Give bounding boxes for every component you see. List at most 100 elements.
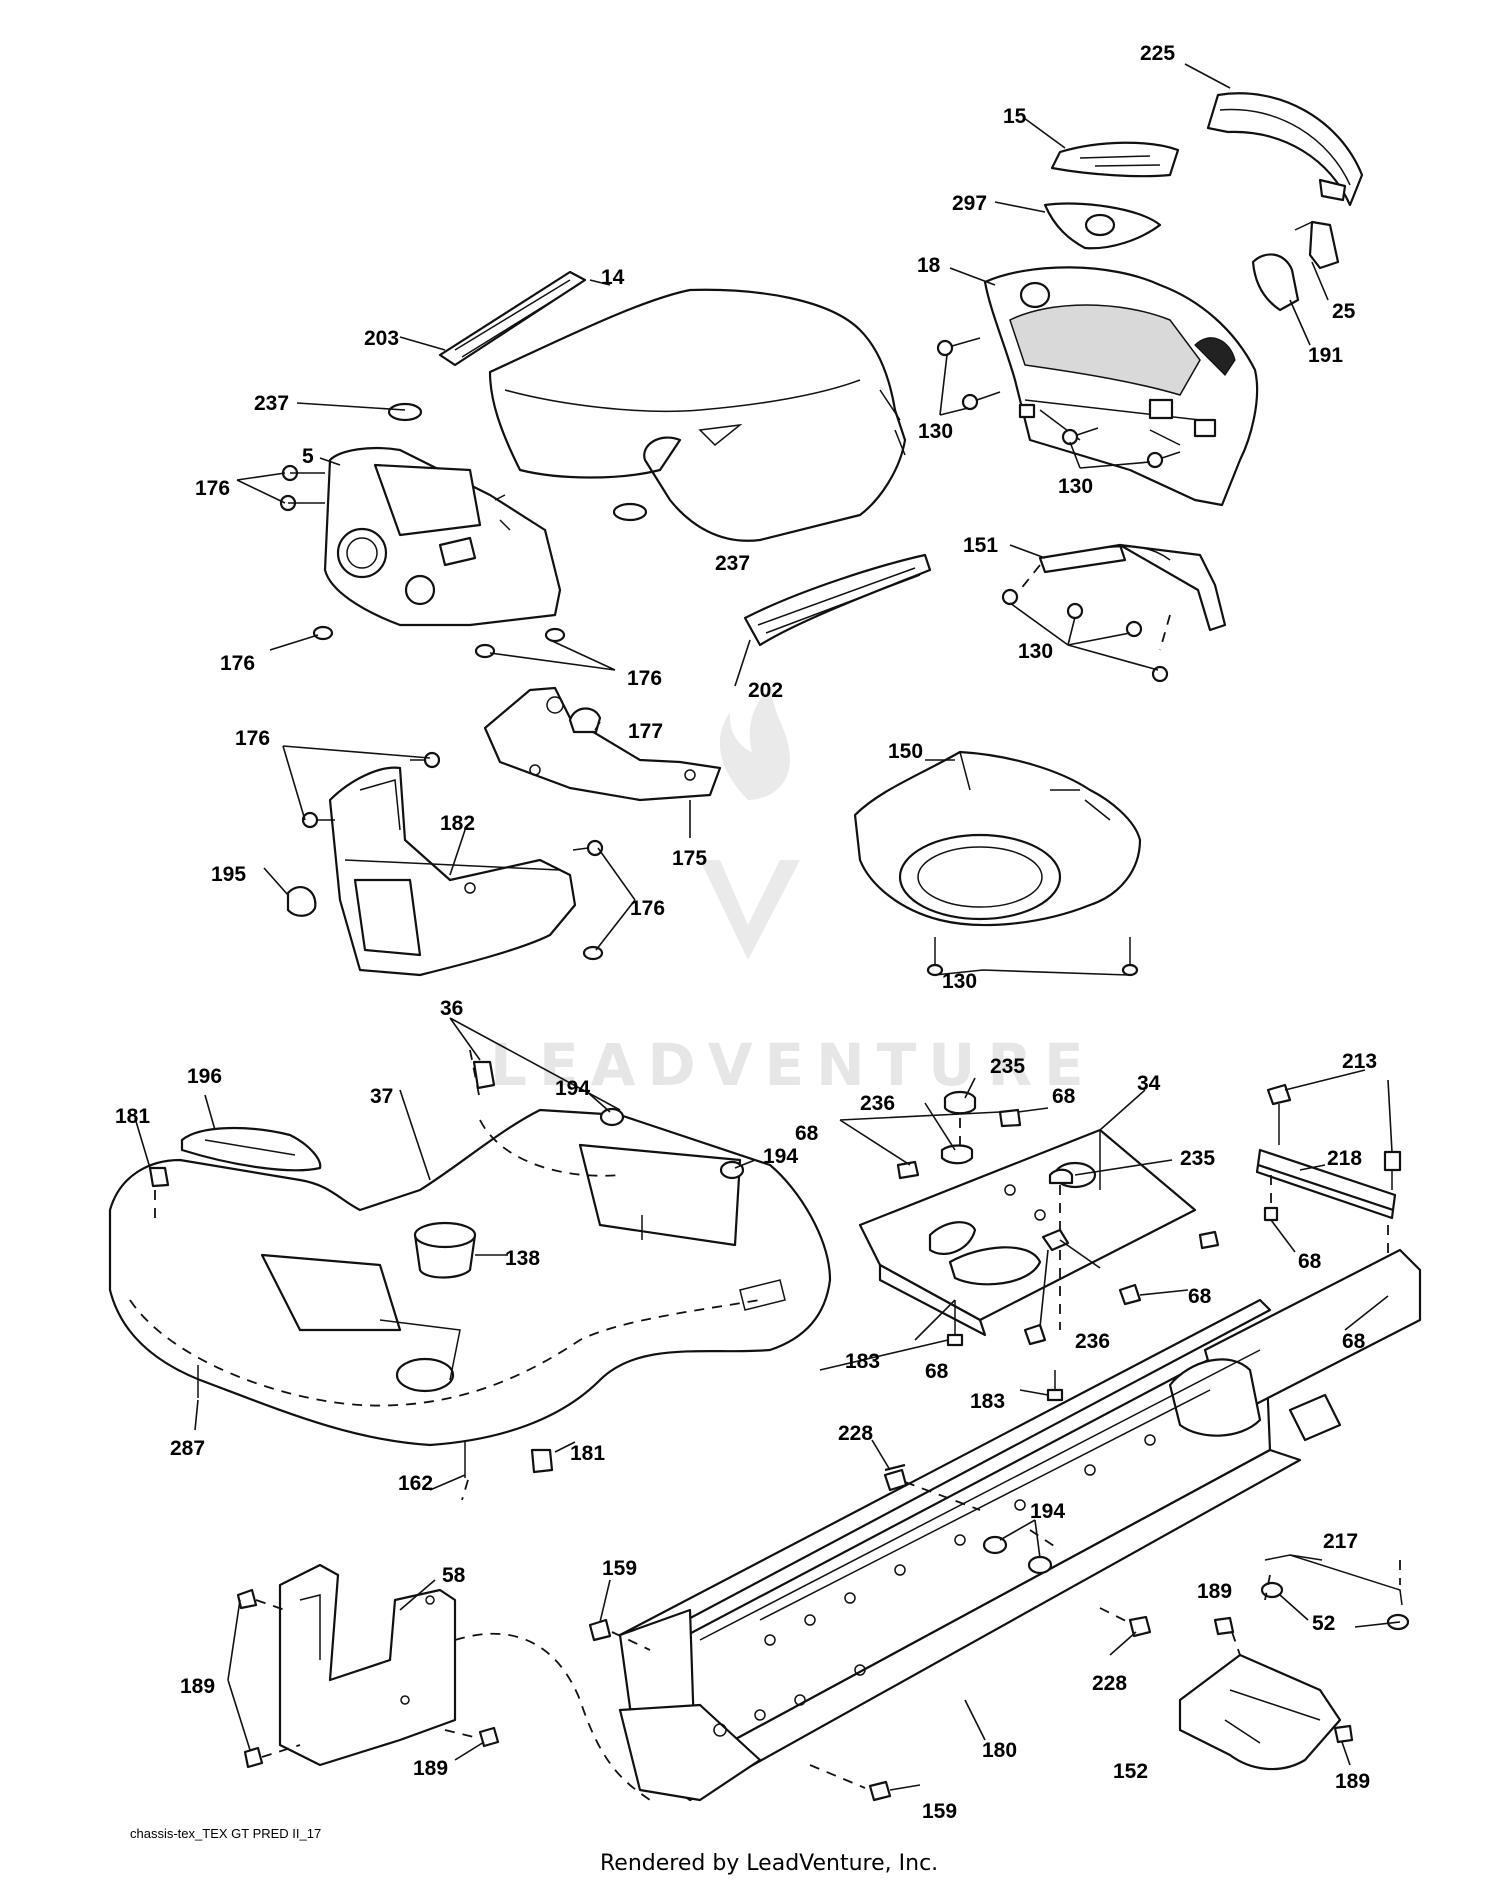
- part-202-vent: [743, 553, 932, 647]
- screws-176-dash: [279, 464, 566, 659]
- screws-130-shroud: [926, 937, 1139, 977]
- part-15-lens: [1050, 141, 1180, 178]
- callout-181-a: 181: [115, 1105, 150, 1128]
- callout-162: 162: [398, 1472, 433, 1495]
- part-37-footrest: [108, 1049, 832, 1447]
- drawing-code: chassis-tex_TEX GT PRED II_17: [130, 1826, 321, 1841]
- callout-228-a: 228: [838, 1422, 873, 1445]
- callout-36: 36: [440, 997, 463, 1020]
- callout-177: 177: [628, 720, 663, 743]
- callout-183-a: 183: [845, 1350, 880, 1373]
- hardware-footrest: [148, 1060, 745, 1501]
- callout-235-a: 235: [990, 1055, 1025, 1078]
- part-228-stud: [884, 1463, 906, 1472]
- callout-151: 151: [963, 534, 998, 557]
- part-182-console: [328, 766, 577, 977]
- part-18-grille: [983, 266, 1259, 507]
- callout-228-b: 228: [1092, 1672, 1127, 1695]
- callout-194-a: 194: [555, 1077, 590, 1100]
- credit-line: Rendered by LeadVenture, Inc.: [600, 1851, 938, 1876]
- part-180-frame: [618, 1248, 1422, 1802]
- callout-25: 25: [1332, 300, 1356, 323]
- callout-68-d: 68: [925, 1360, 949, 1383]
- part-217-rod: [1260, 1554, 1410, 1631]
- screws-130-bracket: [1001, 588, 1169, 683]
- callout-182: 182: [440, 812, 475, 835]
- screws-176-console: [301, 751, 604, 961]
- part-151-bracket: [1019, 543, 1227, 651]
- callout-34: 34: [1137, 1072, 1161, 1095]
- callout-189-c: 189: [413, 1757, 448, 1780]
- screws-130-grille: [936, 337, 1181, 469]
- callout-225: 225: [1140, 42, 1175, 65]
- callout-237-a: 237: [254, 392, 289, 415]
- callout-189-a: 189: [1197, 1580, 1232, 1603]
- callout-194-b: 194: [763, 1145, 798, 1168]
- callout-202: 202: [748, 679, 783, 702]
- callout-236-a: 236: [860, 1092, 895, 1115]
- part-196-pad: [180, 1126, 322, 1172]
- callout-138: 138: [505, 1247, 540, 1270]
- callout-130-a: 130: [918, 420, 953, 443]
- callout-37: 37: [370, 1085, 393, 1108]
- callout-180: 180: [982, 1739, 1017, 1762]
- callout-68-a: 68: [1052, 1085, 1076, 1108]
- callout-218: 218: [1327, 1147, 1362, 1170]
- callout-287: 287: [170, 1437, 205, 1460]
- part-150-shroud: [853, 750, 1142, 927]
- callout-235-b: 235: [1180, 1147, 1215, 1170]
- callout-176-a: 176: [195, 477, 230, 500]
- callout-130-b: 130: [1058, 475, 1093, 498]
- callout-130-d: 130: [942, 970, 977, 993]
- callout-18: 18: [917, 254, 941, 277]
- callout-14: 14: [601, 266, 625, 289]
- callout-176-d: 176: [235, 727, 270, 750]
- part-34-engine-plate: [858, 1128, 1197, 1337]
- callout-68-f: 68: [1342, 1330, 1366, 1353]
- callout-191: 191: [1308, 344, 1343, 367]
- part-58-bracket: [278, 1563, 651, 1801]
- part-237-plug-a: [387, 402, 423, 422]
- callout-194-c: 194: [1030, 1500, 1065, 1523]
- callout-213: 213: [1342, 1050, 1377, 1073]
- callout-237-b: 237: [715, 552, 750, 575]
- part-195-cap: [286, 886, 317, 917]
- part-297-decal: [1043, 202, 1162, 250]
- callout-181-b: 181: [570, 1442, 605, 1465]
- callout-labels: 225 15 297 18 25 191 14 203 237 5 176 23…: [115, 42, 1377, 1823]
- part-237-plug-b: [612, 502, 648, 522]
- part-177-clip: [568, 707, 602, 734]
- part-218-bar: [1255, 1148, 1397, 1220]
- watermark-text: LEADVENTURE: [490, 1031, 1096, 1099]
- callout-176-c: 176: [627, 667, 662, 690]
- callout-68-e: 68: [1298, 1250, 1322, 1273]
- callout-130-c: 130: [1018, 640, 1053, 663]
- callout-236-b: 236: [1075, 1330, 1110, 1353]
- holes-frame: [713, 1434, 1156, 1737]
- callout-176-e: 176: [630, 897, 665, 920]
- callout-159-a: 159: [602, 1557, 637, 1580]
- callout-189-b: 189: [180, 1675, 215, 1698]
- callout-52: 52: [1312, 1612, 1335, 1635]
- callout-58: 58: [442, 1564, 466, 1587]
- part-14-hood: [488, 288, 907, 542]
- part-203-vent: [438, 270, 587, 367]
- callout-176-b: 176: [220, 652, 255, 675]
- callout-203: 203: [364, 327, 399, 350]
- callout-68-c: 68: [1188, 1285, 1212, 1308]
- part-152-cover: [1178, 1616, 1354, 1771]
- callout-150: 150: [888, 740, 923, 763]
- callout-152: 152: [1113, 1760, 1148, 1783]
- part-175-plate: [483, 686, 722, 802]
- callout-297: 297: [952, 192, 987, 215]
- callout-189-d: 189: [1335, 1770, 1370, 1793]
- part-5-dash-panel: [323, 446, 562, 627]
- hardware-engine-plate: [896, 1090, 1220, 1402]
- callout-159-b: 159: [922, 1800, 957, 1823]
- callout-195: 195: [211, 863, 246, 886]
- callout-183-b: 183: [970, 1390, 1005, 1413]
- callout-68-b: 68: [795, 1122, 819, 1145]
- part-225-trim: [1206, 92, 1364, 207]
- callout-15: 15: [1003, 105, 1027, 128]
